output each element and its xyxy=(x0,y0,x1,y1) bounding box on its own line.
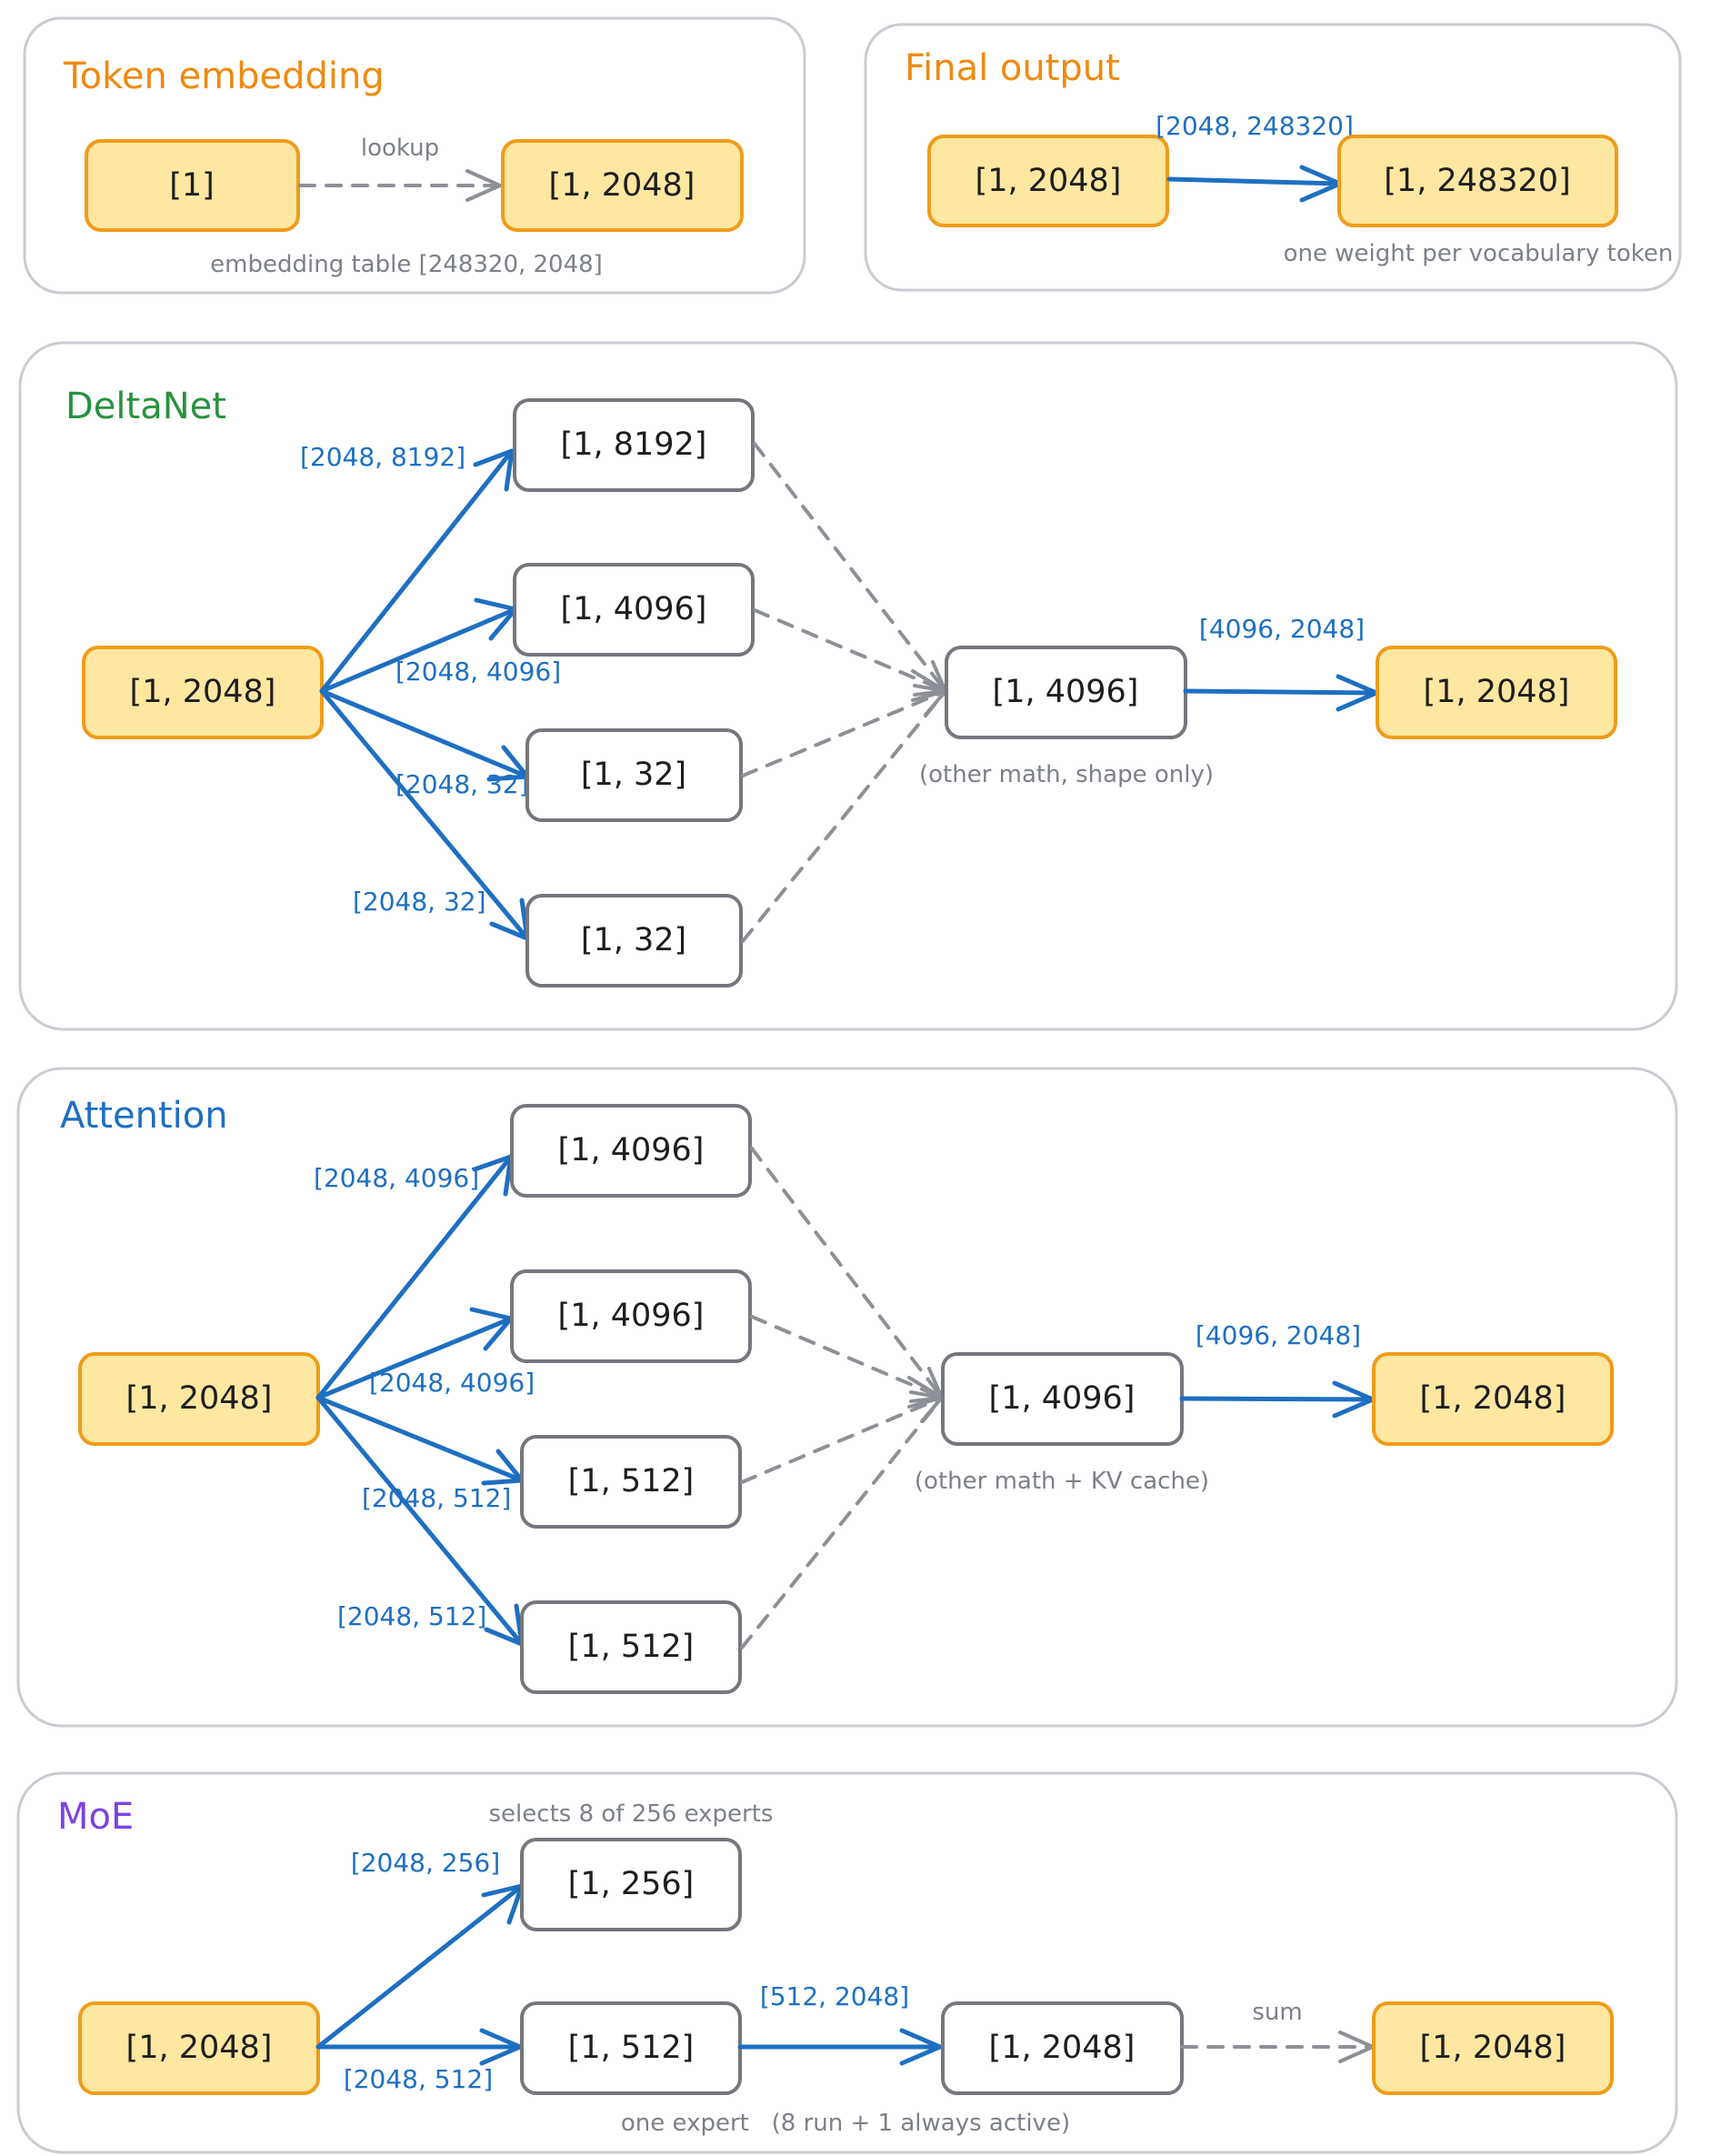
attention-branch-label-3: [1, 512] xyxy=(568,1463,695,1499)
deltanet-out-weight-label: [4096, 2048] xyxy=(1199,614,1365,644)
attention-branch-node-2: [1, 4096] xyxy=(510,1269,752,1363)
deltanet-title: DeltaNet xyxy=(65,386,226,427)
deltanet-input-label: [1, 2048] xyxy=(130,674,276,710)
attention-branch-node-1: [1, 4096] xyxy=(510,1104,752,1198)
deltanet-panel: DeltaNet [1, 2048] [2048, 8192] [2048, 4… xyxy=(18,341,1678,1031)
attention-branch-label-4: [1, 512] xyxy=(568,1629,695,1665)
final-output-weight-label: [2048, 248320] xyxy=(1156,111,1354,141)
final-output-input-label: [1, 2048] xyxy=(976,163,1122,199)
token-embedding-table-note: embedding table [248320, 2048] xyxy=(210,251,603,278)
deltanet-weight-label-1: [2048, 8192] xyxy=(300,442,465,472)
moe-router-weight-label: [2048, 256] xyxy=(351,1848,500,1878)
token-embedding-input-node: [1] xyxy=(85,139,300,232)
attention-panel: Attention [1, 2048] [2048, 4096] [2048, … xyxy=(16,1067,1678,1728)
deltanet-branch-label-2: [1, 4096] xyxy=(561,591,707,627)
moe-output-node: [1, 2048] xyxy=(1372,2001,1614,2095)
moe-router-node: [1, 256] xyxy=(520,1838,742,1931)
moe-expert-hidden-label: [1, 512] xyxy=(568,2030,695,2066)
final-output-output-label: [1, 248320] xyxy=(1384,163,1570,199)
deltanet-branch-node-4: [1, 32] xyxy=(525,894,743,988)
moe-expert-output-node: [1, 2048] xyxy=(941,2001,1184,2095)
final-output-vocab-note: one weight per vocabulary token xyxy=(1284,240,1674,267)
moe-expert-in-weight-label: [2048, 512] xyxy=(344,2064,493,2094)
attention-weight-label-1: [2048, 4096] xyxy=(314,1163,479,1193)
token-embedding-output-node: [1, 2048] xyxy=(501,139,744,232)
token-embedding-lookup-label: lookup xyxy=(361,135,439,162)
deltanet-weight-label-2: [2048, 4096] xyxy=(395,657,561,687)
deltanet-weight-label-3: [2048, 32] xyxy=(395,769,529,799)
deltanet-branch-node-1: [1, 8192] xyxy=(513,398,755,492)
attention-out-weight-label: [4096, 2048] xyxy=(1196,1320,1361,1350)
moe-router-label: [1, 256] xyxy=(568,1866,695,1902)
token-embedding-output-label: [1, 2048] xyxy=(549,167,695,204)
token-embedding-input-label: [1] xyxy=(169,167,215,204)
deltanet-output-label: [1, 2048] xyxy=(1424,674,1570,710)
moe-input-node: [1, 2048] xyxy=(78,2001,320,2095)
moe-expert-out-weight-label: [512, 2048] xyxy=(760,1981,909,2011)
final-output-panel: Final output [1, 2048] [2048, 248320] [1… xyxy=(864,23,1682,292)
final-output-output-node: [1, 248320] xyxy=(1337,135,1618,227)
deltanet-branch-node-3: [1, 32] xyxy=(525,728,743,822)
token-embedding-title: Token embedding xyxy=(63,55,385,97)
deltanet-branch-arrow-1 xyxy=(319,448,515,694)
moe-expert-note: one expert (8 run + 1 always active) xyxy=(621,2110,1070,2137)
moe-output-label: [1, 2048] xyxy=(1420,2030,1566,2066)
moe-expert-hidden-node: [1, 512] xyxy=(520,2001,742,2095)
moe-expert-out-arrow xyxy=(737,2028,943,2066)
moe-panel: MoE selects 8 of 256 experts [1, 2048] [… xyxy=(16,1771,1678,2154)
attention-merge-note: (other math + KV cache) xyxy=(915,1468,1209,1495)
deltanet-merge-node: [1, 4096] xyxy=(945,646,1187,739)
deltanet-merge-label: [1, 4096] xyxy=(993,674,1139,710)
moe-sum-label: sum xyxy=(1252,1999,1302,2026)
token-embedding-lookup-arrow xyxy=(298,169,502,202)
attention-title: Attention xyxy=(60,1095,228,1137)
attention-output-node: [1, 2048] xyxy=(1372,1352,1614,1446)
final-output-title: Final output xyxy=(905,47,1120,89)
attention-merge-label: [1, 4096] xyxy=(989,1380,1136,1417)
attention-branch-node-4: [1, 512] xyxy=(520,1600,742,1694)
attention-weight-label-4: [2048, 512] xyxy=(337,1601,486,1631)
moe-router-note: selects 8 of 256 experts xyxy=(489,1800,774,1828)
moe-expert-output-label: [1, 2048] xyxy=(989,2030,1136,2066)
deltanet-branch-label-4: [1, 32] xyxy=(581,922,686,958)
deltanet-output-node: [1, 2048] xyxy=(1376,646,1617,739)
deltanet-branch-node-2: [1, 4096] xyxy=(513,563,755,657)
attention-branch-node-3: [1, 512] xyxy=(520,1435,742,1529)
attention-merge-node: [1, 4096] xyxy=(941,1352,1184,1446)
attention-output-label: [1, 2048] xyxy=(1420,1380,1566,1417)
deltanet-weight-label-4: [2048, 32] xyxy=(353,887,486,917)
deltanet-branch-label-1: [1, 8192] xyxy=(561,426,707,463)
attention-branch-label-2: [1, 4096] xyxy=(558,1298,705,1334)
deltanet-merge-note: (other math, shape only) xyxy=(919,761,1214,788)
attention-input-node: [1, 2048] xyxy=(78,1352,320,1446)
attention-weight-label-2: [2048, 4096] xyxy=(369,1368,535,1398)
token-embedding-panel: Token embedding [1] lookup [1, 2048] emb… xyxy=(23,16,806,295)
attention-branch-label-1: [1, 4096] xyxy=(558,1132,705,1168)
moe-title: MoE xyxy=(57,1796,134,1838)
attention-weight-label-3: [2048, 512] xyxy=(362,1483,511,1513)
attention-input-label: [1, 2048] xyxy=(126,1380,273,1417)
deltanet-branch-label-3: [1, 32] xyxy=(581,757,686,793)
deltanet-input-node: [1, 2048] xyxy=(82,646,324,739)
final-output-input-node: [1, 2048] xyxy=(927,135,1169,227)
moe-input-label: [1, 2048] xyxy=(126,2030,273,2066)
